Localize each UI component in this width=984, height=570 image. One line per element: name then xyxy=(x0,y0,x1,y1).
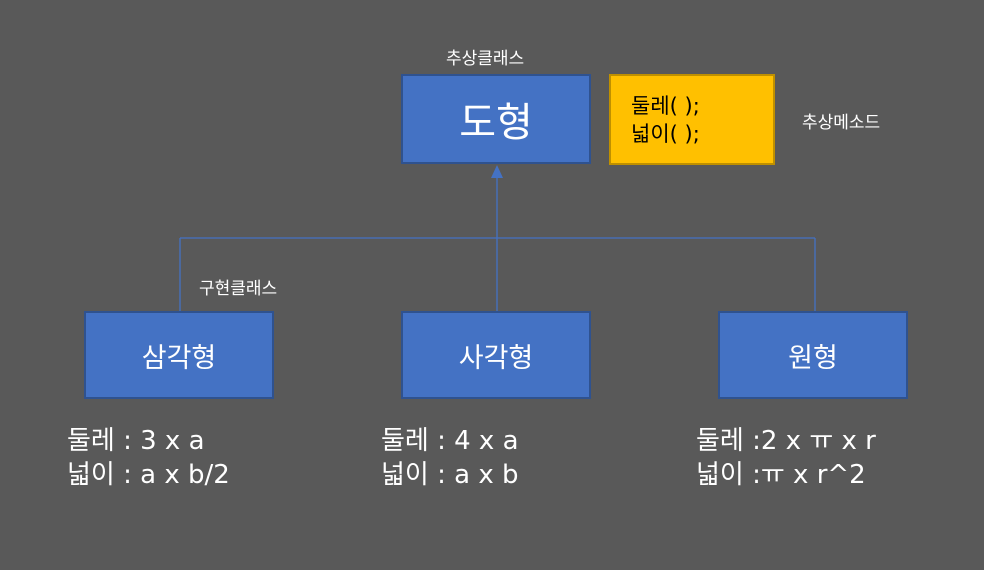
rectangle-formulas: 둘레 : 4 x a 넓이 : a x b xyxy=(381,424,519,492)
triangle-formulas: 둘레 : 3 x a 넓이 : a x b/2 xyxy=(67,424,230,492)
rectangle-class-title: 사각형 xyxy=(458,342,534,374)
rectangle-class-box: 사각형 xyxy=(401,311,591,399)
inheritance-arrowhead xyxy=(491,165,503,178)
triangle-perimeter: 둘레 : 3 x a xyxy=(67,426,205,456)
circle-class-title: 원형 xyxy=(788,342,838,374)
method-area: 넓이( ); xyxy=(631,122,700,146)
circle-area: 넓이 :ㅠ x r^2 xyxy=(696,460,866,490)
rectangle-perimeter: 둘레 : 4 x a xyxy=(381,426,519,456)
rectangle-area: 넓이 : a x b xyxy=(381,460,519,490)
circle-perimeter: 둘레 :2 x ㅠ x r xyxy=(696,426,876,456)
triangle-class-box: 삼각형 xyxy=(84,311,274,399)
abstract-method-label: 추상메소드 xyxy=(802,113,881,133)
abstract-methods-box: 둘레( ); 넓이( ); xyxy=(609,74,775,165)
shape-class-box: 도형 xyxy=(401,74,591,164)
triangle-class-title: 삼각형 xyxy=(141,342,217,374)
shape-class-title: 도형 xyxy=(459,100,533,146)
impl-class-label: 구현클래스 xyxy=(199,279,278,299)
circle-formulas: 둘레 :2 x ㅠ x r 넓이 :ㅠ x r^2 xyxy=(696,424,876,492)
method-perimeter: 둘레( ); xyxy=(631,94,700,118)
abstract-class-label: 추상클래스 xyxy=(446,49,525,69)
circle-class-box: 원형 xyxy=(718,311,908,399)
triangle-area: 넓이 : a x b/2 xyxy=(67,460,230,490)
